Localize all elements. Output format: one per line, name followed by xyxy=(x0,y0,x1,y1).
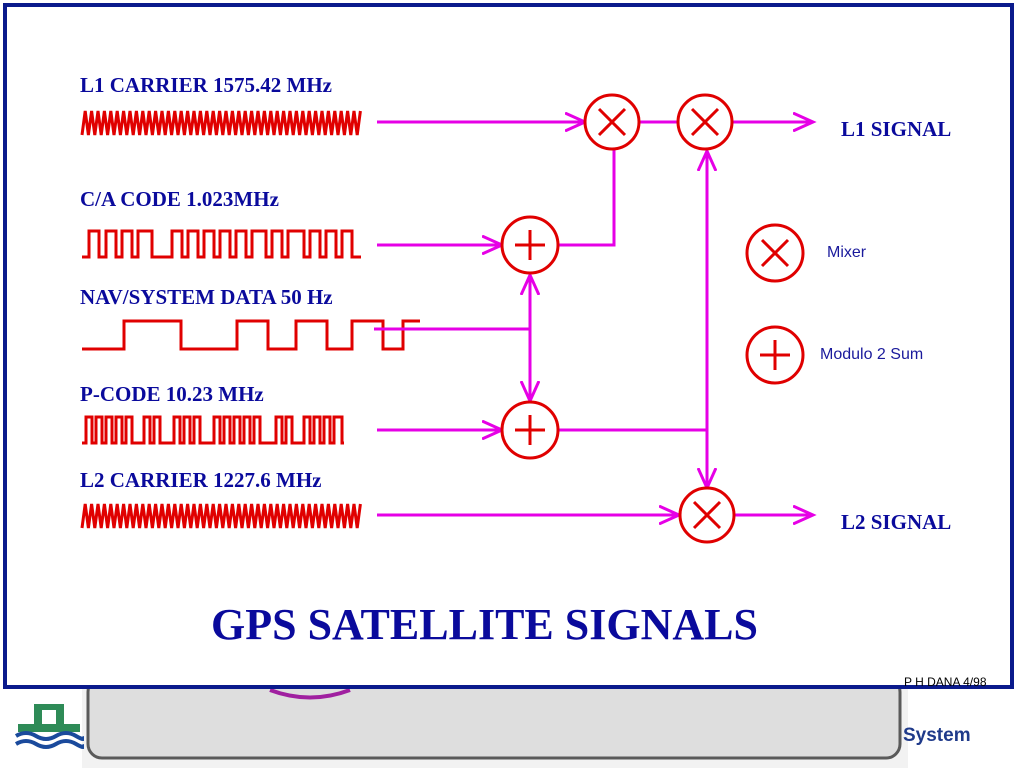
p-code-waveform xyxy=(82,415,344,445)
legend-mixer-label: Mixer xyxy=(827,244,867,261)
mixer-3-icon xyxy=(678,486,736,544)
nav-data-waveform xyxy=(82,319,420,351)
background-arc xyxy=(269,688,351,700)
l1-carrier-label: L1 CARRIER 1575.42 MHz xyxy=(80,73,332,97)
l1-carrier-waveform xyxy=(80,110,362,136)
legend-mixer-icon xyxy=(745,223,805,283)
legend-sum-icon xyxy=(745,325,805,385)
signal-lines xyxy=(374,122,813,515)
mixer-2-icon xyxy=(676,93,734,151)
l1-signal-label: L1 SIGNAL xyxy=(841,117,952,141)
diagram-title: GPS SATELLITE SIGNALS xyxy=(211,600,758,649)
background-slide-text: System xyxy=(903,725,971,746)
p-code-label: P-CODE 10.23 MHz xyxy=(80,382,264,406)
l2-carrier-waveform xyxy=(80,503,362,529)
nav-data-label: NAV/SYSTEM DATA 50 Hz xyxy=(80,285,333,309)
mixer-1-icon xyxy=(583,93,641,151)
credit-text: P H DANA 4/98 xyxy=(904,675,987,689)
l2-carrier-label: L2 CARRIER 1227.6 MHz xyxy=(80,468,322,492)
sum1-to-mixer1-line xyxy=(558,150,616,247)
modulo-sum-1-icon xyxy=(500,215,560,275)
ca-code-waveform xyxy=(82,229,361,259)
logo-icon xyxy=(14,704,84,749)
legend-sum-label: Modulo 2 Sum xyxy=(820,346,924,363)
diagram-canvas xyxy=(80,93,1018,544)
l2-signal-label: L2 SIGNAL xyxy=(841,510,952,534)
modulo-sum-2-icon xyxy=(500,400,560,460)
gps-signal-diagram-panel: L1 CARRIER 1575.42 MHz C/A CODE 1.023MHz… xyxy=(3,3,1014,689)
ca-code-label: C/A CODE 1.023MHz xyxy=(80,187,279,211)
